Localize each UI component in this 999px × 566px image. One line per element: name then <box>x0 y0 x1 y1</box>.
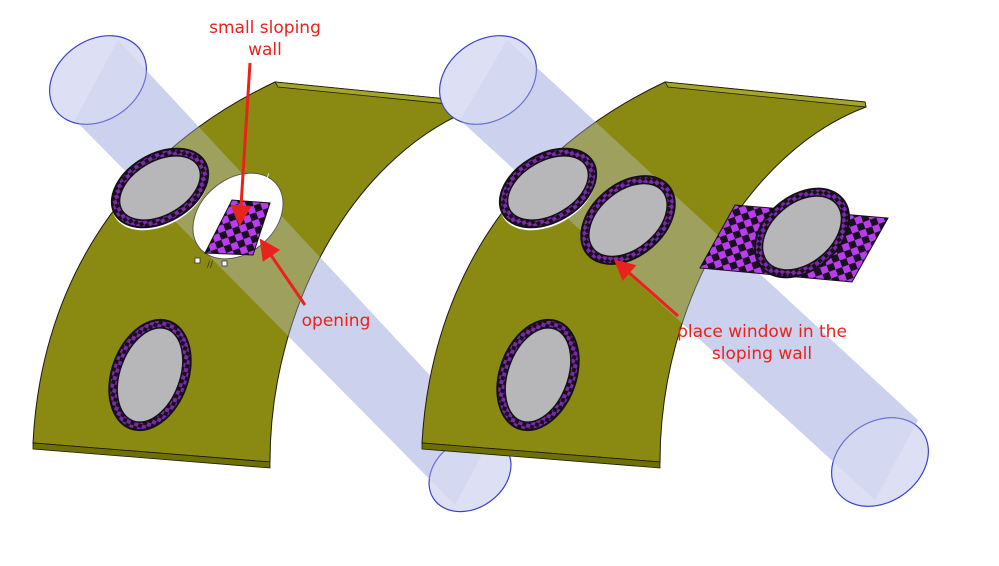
right-window-placed <box>580 175 676 265</box>
label-place-window-2: sloping wall <box>712 344 812 364</box>
right-assembly <box>421 35 929 507</box>
label-opening: opening <box>302 311 371 331</box>
constraint-marker-icon: // <box>207 260 214 270</box>
left-curved-wall <box>32 40 490 505</box>
label-place-window-1: place window in the <box>677 322 847 342</box>
annotation-place-window: place window in the sloping wall <box>613 259 847 364</box>
arrow-sloping-wall <box>230 62 252 227</box>
left-window-bottom <box>108 318 192 432</box>
right-window-bottom <box>496 318 580 432</box>
arrow-place-window <box>613 259 679 318</box>
annotation-small-sloping-wall: small sloping wall <box>209 18 321 227</box>
svg-text:/: / <box>266 173 270 183</box>
label-sloping-wall-2: wall <box>248 40 282 60</box>
annotation-opening: opening <box>259 238 371 331</box>
label-sloping-wall-1: small sloping <box>209 18 321 38</box>
arrow-opening <box>259 238 307 306</box>
left-window-top <box>110 147 210 231</box>
right-window-top <box>498 147 598 231</box>
detached-sloping-wall <box>699 187 889 283</box>
